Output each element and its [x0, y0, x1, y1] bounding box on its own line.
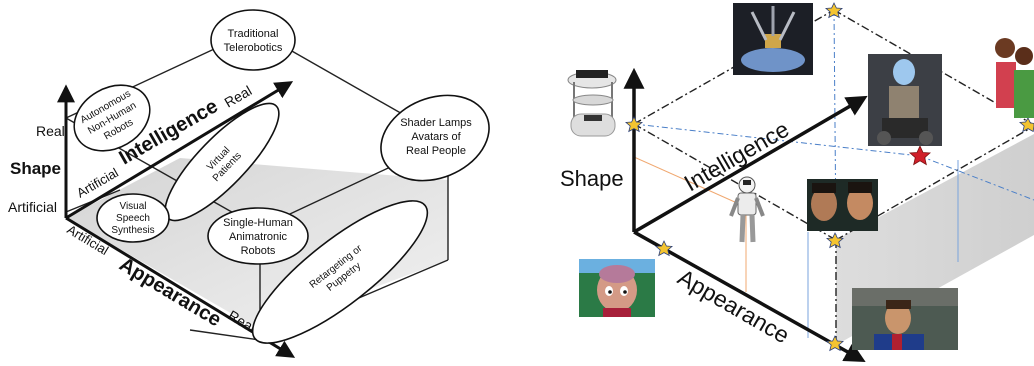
- traditional-line-1: Traditional: [228, 28, 279, 40]
- red-star-marker: [909, 145, 931, 166]
- star-marker: [825, 2, 843, 19]
- shader-line-2: Avatars of: [411, 131, 461, 143]
- cartoon-character-photo: [579, 259, 655, 317]
- surgical-robot-photo: [733, 3, 813, 75]
- star-marker: [826, 335, 844, 352]
- shader-line-3: Real People: [406, 145, 466, 157]
- left-shape-label: Shape: [10, 159, 61, 178]
- mobile-robot-photo: [567, 70, 617, 137]
- shader-lamps-region: [380, 94, 490, 182]
- right-appearance-label: Appearance: [674, 264, 794, 349]
- visual-speech-line-1: Visual: [119, 201, 146, 212]
- right-diagram: Shape Intelligence Appearance: [560, 2, 1034, 363]
- star-marker: [826, 232, 844, 249]
- left-shape-real-label: Real: [36, 123, 65, 139]
- actors-photo: [807, 179, 878, 231]
- right-intelligence-axis: [633, 95, 868, 234]
- avatar-robot-photo: [868, 54, 942, 146]
- left-shape-artificial-label: Artificial: [8, 199, 57, 215]
- single-human-line-1: Single-Human: [223, 217, 293, 229]
- single-human-region: [207, 207, 309, 265]
- left-diagram: Real Shape Artificial Artificial Intelli…: [8, 9, 490, 358]
- traditional-telerobotics-region: [210, 9, 296, 71]
- shader-line-1: Shader Lamps: [400, 117, 472, 129]
- right-shape-label: Shape: [560, 166, 624, 191]
- right-appearance-axis: [633, 230, 866, 363]
- soccer-player-photo: [852, 288, 958, 350]
- visual-speech-line-3: Synthesis: [111, 225, 154, 236]
- traditional-line-2: Telerobotics: [224, 42, 283, 54]
- star-marker: [625, 116, 643, 133]
- star-marker: [1019, 117, 1034, 133]
- retargeting-region: [251, 200, 429, 344]
- single-human-line-3: Robots: [241, 245, 276, 257]
- visual-speech-line-2: Speech: [116, 213, 150, 224]
- autonomous-robots-region: [73, 84, 151, 152]
- humanoid-robot-photo: [729, 176, 765, 243]
- star-marker: [655, 240, 673, 257]
- right-intelligence-label: Intelligence: [680, 116, 794, 197]
- visual-speech-region: [96, 193, 170, 243]
- family-photo: [995, 36, 1034, 118]
- single-human-line-2: Animatronic: [229, 231, 288, 243]
- left-intelligence-axis: [65, 81, 294, 220]
